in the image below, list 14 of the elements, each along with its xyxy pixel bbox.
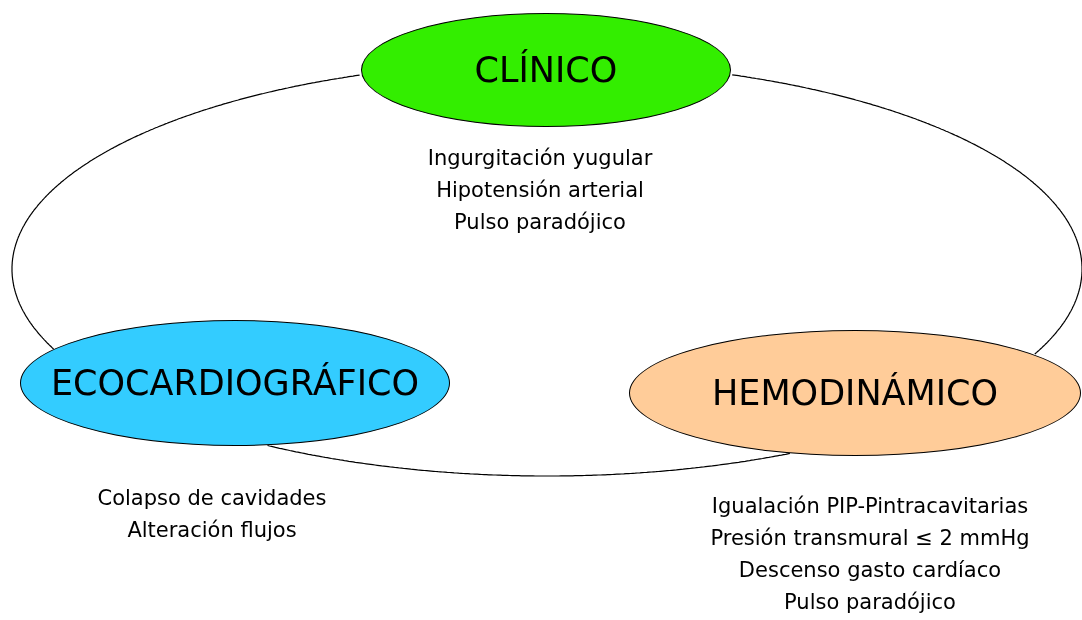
finding-text: Ingurgitación yugular [427,146,653,170]
finding-text: Pulso paradójico [784,590,956,614]
finding-text: Presión transmural ≤ 2 mmHg [710,526,1030,550]
finding-text: Hipotensión arterial [436,178,644,202]
node-title: HEMODINÁMICO [711,373,999,413]
connector-arc [11,74,361,350]
finding-text: Descenso gasto cardíaco [738,558,1002,582]
connector-arc [731,74,1082,355]
finding-text: Colapso de cavidades [97,486,327,510]
node-title: CLÍNICO [474,50,618,90]
node-title: ECOCARDIOGRÁFICO [51,363,419,403]
finding-text: Pulso paradójico [454,210,626,234]
finding-text: Alteración flujos [127,518,297,542]
finding-text: Igualación PIP-Pintracavitarias [711,494,1029,518]
